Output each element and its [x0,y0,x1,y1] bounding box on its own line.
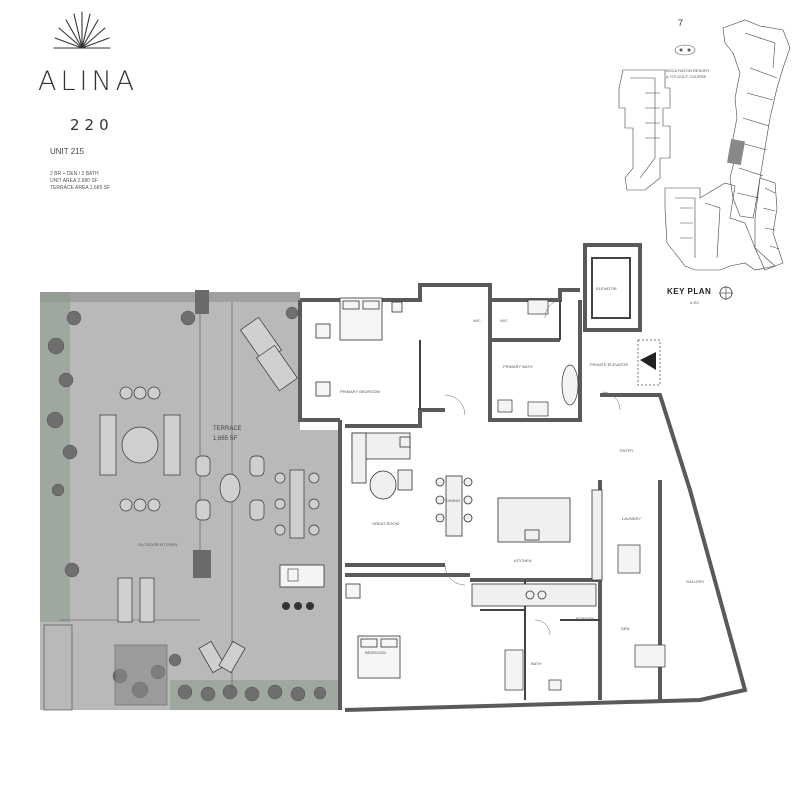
powder-label: POWDER [576,616,594,621]
logo-icon [53,11,111,49]
terrace-label: TERRACE [213,426,242,432]
gallery-label: GALLERY [686,579,705,584]
unit-title: UNIT 215 [50,147,85,156]
outdoor-kitchen-label: OUTDOOR KITCHEN [138,542,177,547]
kitchen-label: KITCHEN [514,558,532,563]
key-plan-note-1: BOCA RATON RESORT [666,68,710,73]
key-plan-note-2: & ITS GOLF COURSE [666,74,707,79]
unit-spec-bedrooms: 2 BR + DEN / 2 BATH [50,171,99,177]
unit-spec-area: UNIT AREA 2,680 SF [50,178,98,184]
key-plan-sub: & E0 [690,300,699,305]
key-plan-label: KEY PLAN [667,287,712,296]
elevator-label: ELEVATOR [596,286,617,291]
brand-number: 220 [70,116,114,134]
great-room-label: GREAT ROOM [372,521,399,526]
laundry-label: LAUNDRY [622,516,641,521]
primary-bath-label: PRIMARY BATH [503,364,533,369]
dining-label: DINING [446,498,460,503]
bedroom-label: BEDROOM [365,650,386,655]
entry-label: ENTRY [620,448,634,453]
key-plan-diagram: 7 BOCA RATON RESORT & ITS GOLF COURSE [618,18,791,271]
key-plan-level: 7 [678,18,683,28]
private-elevator-label: PRIVATE ELEVATOR [590,362,628,367]
wc-label: W/C [500,318,508,323]
primary-bedroom-label: PRIMARY BEDROOM [340,389,380,394]
unit-spec-terrace: TERRACE AREA 1,665 SF [50,185,111,191]
terrace-area [40,292,340,710]
compass-icon [719,286,733,300]
bath-label: BATH [531,661,541,666]
den-label: DEN [621,626,630,631]
brand-name: ALINA [38,66,139,97]
wic-label: W/C [473,318,481,323]
terrace-area-label: 1,665 SF [213,436,238,442]
